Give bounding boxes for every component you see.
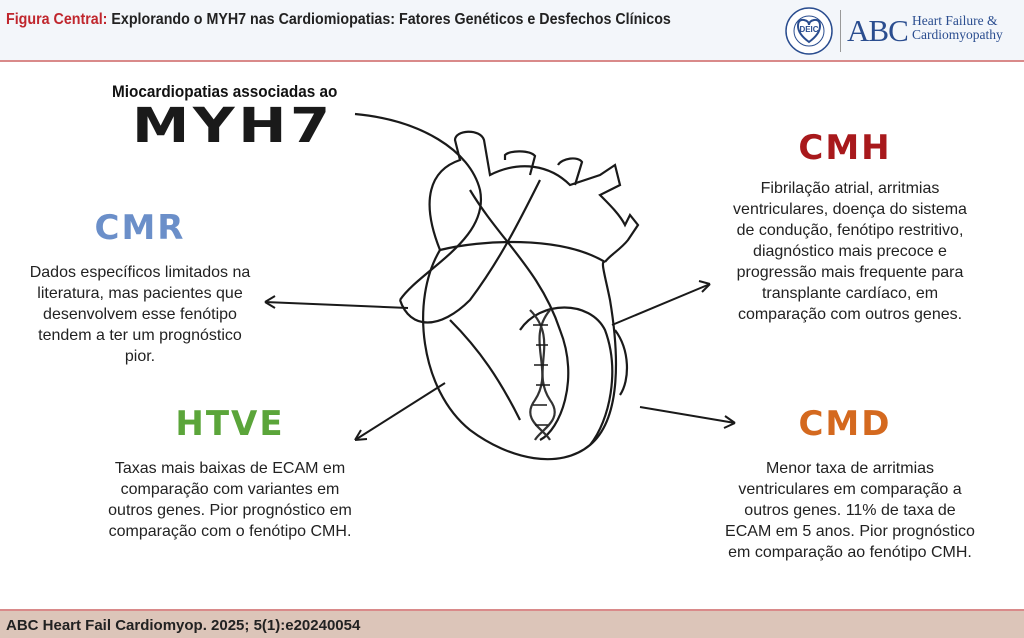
htve-heading: HTVE [175, 404, 285, 444]
logo-separator [840, 10, 841, 52]
cmr-description: Dados específicos limitados na literatur… [29, 264, 251, 365]
intro-text: Miocardiopatias associadas ao [112, 82, 338, 101]
abc-logo: ABC [847, 13, 909, 48]
title-label: Figura Central: [6, 11, 108, 28]
cmr-heading: CMR [94, 208, 186, 248]
gene-name: MYH7 [132, 98, 334, 154]
cmh-heading: CMH [798, 128, 892, 168]
deic-logo: DEIC [785, 7, 833, 55]
cmd-description: Menor taxa de arritmias ventriculares em… [725, 460, 975, 561]
title-text: Explorando o MYH7 nas Cardiomiopatias: F… [111, 11, 671, 28]
htve-description: Taxas mais baixas de ECAM em comparação … [108, 460, 352, 540]
footer: ABC Heart Fail Cardiomyop. 2025; 5(1):e2… [0, 609, 1024, 638]
journal-name: Heart Failure &Cardiomyopathy [912, 13, 1003, 42]
svg-text:DEIC: DEIC [799, 25, 818, 34]
cmd-heading: CMD [798, 404, 892, 444]
cmh-description: Fibrilação atrial, arritmias ventricular… [733, 180, 967, 323]
heart-illustration [264, 112, 736, 461]
citation: ABC Heart Fail Cardiomyop. 2025; 5(1):e2… [6, 617, 361, 634]
header: Figura Central: Explorando o MYH7 nas Ca… [0, 0, 1024, 62]
figure-title: Figura Central: Explorando o MYH7 nas Ca… [6, 11, 705, 29]
arrows [264, 280, 736, 441]
